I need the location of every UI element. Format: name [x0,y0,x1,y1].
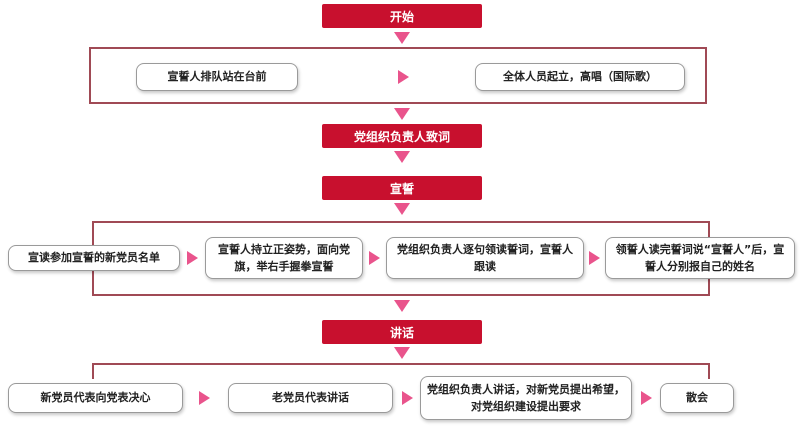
step-stand-sing: 全体人员起立，高唱（国际歌） [475,63,685,91]
down-arrow-icon [394,300,410,312]
frame-line [89,47,91,104]
frame-line [708,363,710,379]
step-read-names: 宣读参加宣誓的新党员名单 [8,245,180,271]
step-new-member-pledge: 新党员代表向党表决心 [8,383,183,413]
right-arrow-icon [398,70,409,84]
down-arrow-icon [394,347,410,359]
frame-line [89,102,707,104]
step-raise-fist: 宣誓人持立正姿势，面向党旗，举右手握拳宣誓 [205,237,363,279]
frame-line [705,47,707,104]
right-arrow-icon [641,391,652,405]
talk-header: 讲话 [322,320,482,344]
right-arrow-icon [589,251,600,265]
speech-header: 党组织负责人致词 [322,124,482,148]
start-header: 开始 [322,4,482,28]
step-leader-speech: 党组织负责人讲话，对新党员提出希望，对党组织建设提出要求 [420,376,632,420]
step-lead-oath: 党组织负责人逐句领读誓词，宣誓人跟读 [386,237,584,279]
right-arrow-icon [187,251,198,265]
down-arrow-icon [394,32,410,44]
frame-line [89,47,707,49]
step-dismiss: 散会 [660,383,734,413]
oath-header: 宣誓 [322,176,482,200]
frame-line [92,294,710,296]
step-veteran-speech: 老党员代表讲话 [228,383,393,413]
down-arrow-icon [394,108,410,120]
down-arrow-icon [394,203,410,215]
frame-line [92,363,94,379]
right-arrow-icon [402,391,413,405]
step-line-up: 宣誓人排队站在台前 [136,63,298,91]
right-arrow-icon [369,251,380,265]
step-report-names: 领誓人读完誓词说“宣誓人”后，宣誓人分别报自己的姓名 [605,237,795,279]
frame-line [92,221,710,223]
right-arrow-icon [199,391,210,405]
down-arrow-icon [394,151,410,163]
frame-line [92,363,710,365]
